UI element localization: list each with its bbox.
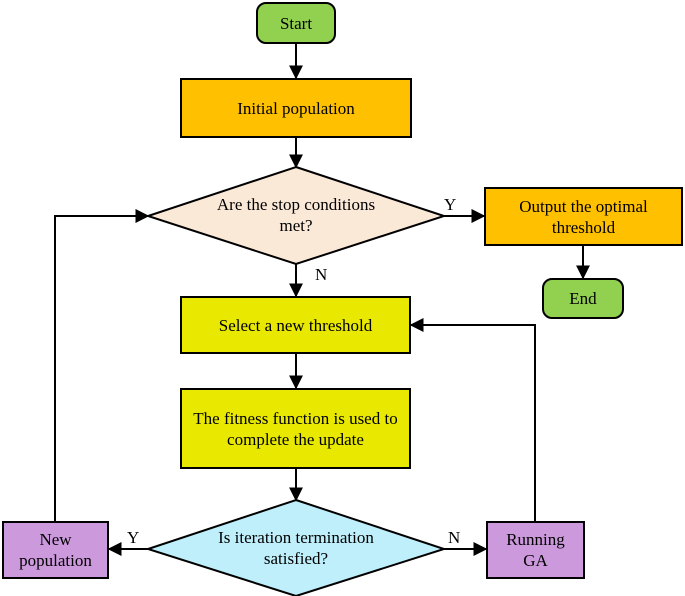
iteration-decision-diamond xyxy=(144,498,448,596)
edge-running-loop xyxy=(409,318,536,521)
end-label: End xyxy=(569,289,597,308)
select-threshold-box: Select a new threshold xyxy=(180,296,411,354)
stop-no-label: N xyxy=(315,265,328,284)
initial-population-label: Initial population xyxy=(237,98,355,118)
new-population-box: New population xyxy=(2,521,109,579)
stop-decision-label-box: Are the stop conditions met? xyxy=(208,190,384,240)
start-label: Start xyxy=(279,13,313,33)
running-ga-box: Running GA xyxy=(486,521,585,579)
stop-yes-label: Y xyxy=(444,195,457,214)
new-population-label: New population xyxy=(19,530,92,570)
select-threshold-label: Select a new threshold xyxy=(218,315,373,335)
edge-newpop-loop xyxy=(54,209,150,521)
iter-no-label: N xyxy=(448,528,461,547)
output-threshold-box: Output the optimal threshold xyxy=(484,187,683,246)
iteration-decision-label: Is iteration termination satisfied? xyxy=(218,528,374,568)
fitness-update-label: The fitness function is used to complete… xyxy=(193,408,398,449)
output-threshold-label: Output the optimal threshold xyxy=(519,196,648,237)
fitness-update-box: The fitness function is used to complete… xyxy=(180,388,411,469)
stop-decision-label: Are the stop conditions met? xyxy=(216,195,376,235)
iteration-decision-label-box: Is iteration termination satisfied? xyxy=(200,523,392,573)
end-node: End xyxy=(542,278,624,319)
start-node: Start xyxy=(256,2,336,44)
iter-yes-label: Y xyxy=(127,528,140,547)
running-ga-label: Running GA xyxy=(506,530,565,570)
initial-population-box: Initial population xyxy=(180,78,412,138)
